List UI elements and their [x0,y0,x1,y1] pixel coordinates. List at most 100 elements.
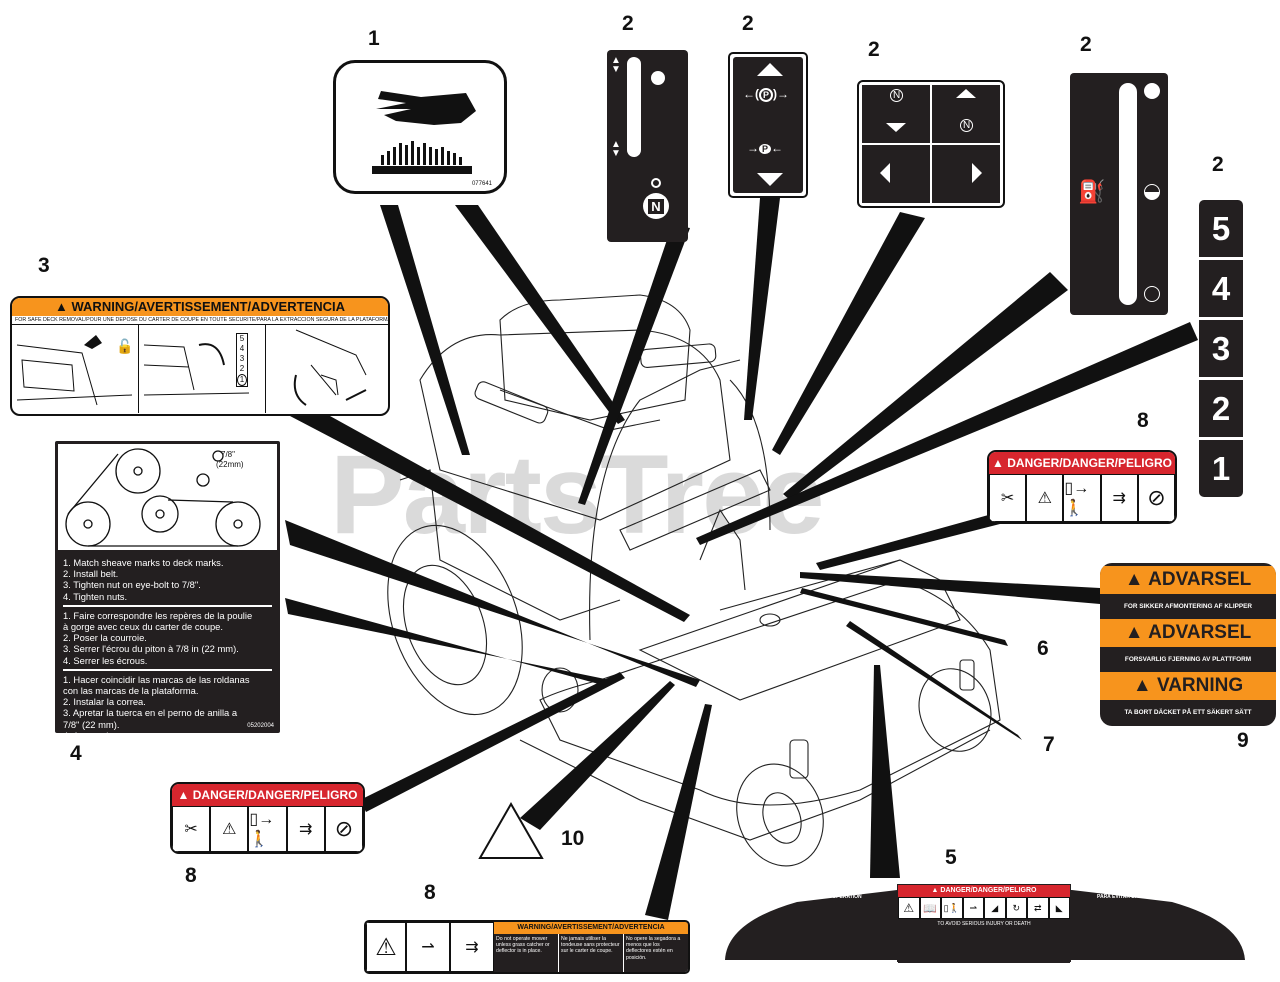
instruction-fr-1: 1. Faire correspondre les repères de la … [63,609,253,621]
callout-10: 10 [561,827,585,850]
watermark-partstree: PartsTree [330,432,825,557]
callout-2-height: 2 [1212,153,1224,176]
turn-left-icon [862,145,930,203]
thrown-objects-icon: ⚠ [210,806,249,852]
band-2-sub: FORSVARLIG FJERNING AV PLATTFORM [1124,656,1252,663]
instruction-fr-4: 4. Serrer les écrous. [63,654,148,666]
decal-1-hot-surface: 077641 [333,60,507,194]
leader-2b [744,198,780,420]
decal-2-throttle: ▲▼ ▲▼ N [607,50,688,242]
decal-5-right-title: PARA EVITAR DAÑOS GRAVES [1097,894,1172,900]
thrown-objects-icon: ⇀ [406,922,450,972]
scale-5: 5 [239,334,245,343]
decal-5-middle-text [898,929,1070,963]
leader-9 [800,572,1100,604]
warning-triangle-icon: ⚠ [366,922,406,972]
leader-8a [360,672,625,812]
advarsel-band-1: ▲ ADVARSEL [1100,566,1276,594]
decal-3-header-text: WARNING/AVERTISSEMENT/ADVERTENCIA [71,299,345,314]
decal-10-triangle [478,801,544,859]
belt-pulley-illustration: 7/8" (22mm) [65,448,261,547]
instructions-text: 1. Match sheave marks to deck marks. 2. … [55,557,280,741]
band-1-title: ADVARSEL [1148,569,1252,590]
decal-8-danger-left: ▲ DANGER/DANGER/PELIGRO ✂ ⚠ ▯→🚶 ⇉ ⊘ [170,782,365,854]
divider [63,668,272,671]
deck-lever-illustration: 🔓 [16,335,133,406]
callout-6: 6 [1037,637,1049,660]
decal-8-right-header-text: DANGER/DANGER/PELIGRO [1007,456,1172,470]
decal-2-fuel: ⛽ [1070,73,1168,315]
divider [63,604,272,607]
no-riders-icon: ⊘ [1137,474,1175,522]
turn-right-icon [932,145,1000,203]
band-2-title: ADVARSEL [1148,622,1252,643]
instruction-fr-3: 3. Serrer l'écrou du piton à 7/8 in (22 … [63,643,239,655]
thrown-objects-icon: ⇀ [962,897,984,919]
callout-8-bottom: 8 [424,881,436,904]
decal-8-right-header: ▲ DANGER/DANGER/PELIGRO [989,452,1175,474]
advarsel-band-2: ▲ ADVARSEL [1100,619,1276,647]
rollover-icon: ↻ [1005,897,1027,919]
leader-lines [285,198,1198,920]
half-icon [1144,184,1160,200]
callout-8-left: 8 [185,864,197,887]
instruction-fr-1b: à gorge avec ceux du carter de coupe. [63,621,223,633]
leader-6 [800,588,1008,646]
brake-letter-on: P [759,144,772,154]
instruction-es-2: 2. Instalar la correa. [63,696,146,708]
throttle-slot [627,57,641,157]
height-position-1: 1 [1199,440,1243,497]
neutral-key-icon: N [643,193,669,219]
leader-4a [285,520,700,687]
arrow-down-icon [757,173,783,186]
decal-5-middle-title: TO AVOID SERIOUS INJURY OR DEATH [898,919,1070,929]
svg-text:🔓: 🔓 [116,338,133,355]
instruction-es-3: 3. Apretar la tuerca en el perno de anil… [63,707,238,719]
band-1-sub: FOR SIKKER AFMONTERING AF KLIPPER [1123,603,1253,610]
slow-icon: ▲▼ [611,139,621,159]
decal-8-header: ▲ DANGER/DANGER/PELIGRO [172,784,363,806]
keep-away-icon: ▯🚶 [941,897,963,919]
varning-band: ▲ VARNING [1100,672,1276,700]
leader-2c [772,212,925,455]
instruction-en-4: 4. Tighten nuts. [63,590,128,602]
arrow-up-icon [757,63,783,76]
deck-pin-illustration [293,329,367,406]
height-position-4: 4 [1199,260,1243,317]
decal-8-bottom-header: WARNING/AVERTISSEMENT/ADVERTENCIA [494,922,688,934]
leader-7 [846,621,1022,740]
ignition-off-icon [651,178,661,188]
callout-2-brake: 2 [742,12,754,35]
fuel-pump-icon: ⛽ [1078,179,1106,204]
brake-letter: P [759,88,774,102]
deflector-icon: ⇉ [286,806,325,852]
decal-3-subheader: FOR SAFE DECK REMOVAL/POUR UNE DEPOSE DU… [15,317,388,323]
decal-5-center: ▲ DANGER/DANGER/PELIGRO ⚠ 📖 ▯🚶 ⇀ ◢ ↻ ⇄ ◣… [897,884,1071,963]
callout-2-steering: 2 [868,38,880,61]
leader-2a [578,225,690,505]
decal-9-nordic-warning: ▲ ADVARSEL FOR SIKKER AFMONTERING AF KLI… [1100,563,1276,726]
keep-distance-icon: ▯→🚶 [248,806,287,852]
dimension-metric-label: (22mm) [216,460,244,469]
decal-8-header-text: DANGER/DANGER/PELIGRO [192,788,358,802]
dimension-label: 7/8" [221,450,235,459]
callout-7: 7 [1043,733,1055,756]
callout-4: 4 [70,742,82,765]
leader-2d [783,272,1068,500]
callout-1: 1 [368,27,380,50]
scale-2: 2 [239,364,245,373]
leader-1b [455,205,625,424]
crush-icon: ◣ [1048,897,1070,919]
warning-triangle-icon: ⚠ [898,897,920,919]
warning-text-fr: Ne jamais utiliser la tondeuse sans prot… [559,934,624,972]
fast-icon: ▲▼ [611,55,621,75]
mower-body-outline [387,294,1001,867]
instruction-es-3b: 7/8" (22 mm). [63,718,120,730]
leader-8c [645,704,712,920]
neutral-letter-2: N [960,119,974,132]
empty-icon [1144,286,1160,302]
keep-distance-icon: ▯→🚶 [1063,474,1101,522]
height-position-5: 5 [1199,200,1243,257]
step-3-panel [266,325,388,413]
full-icon [1144,83,1160,99]
